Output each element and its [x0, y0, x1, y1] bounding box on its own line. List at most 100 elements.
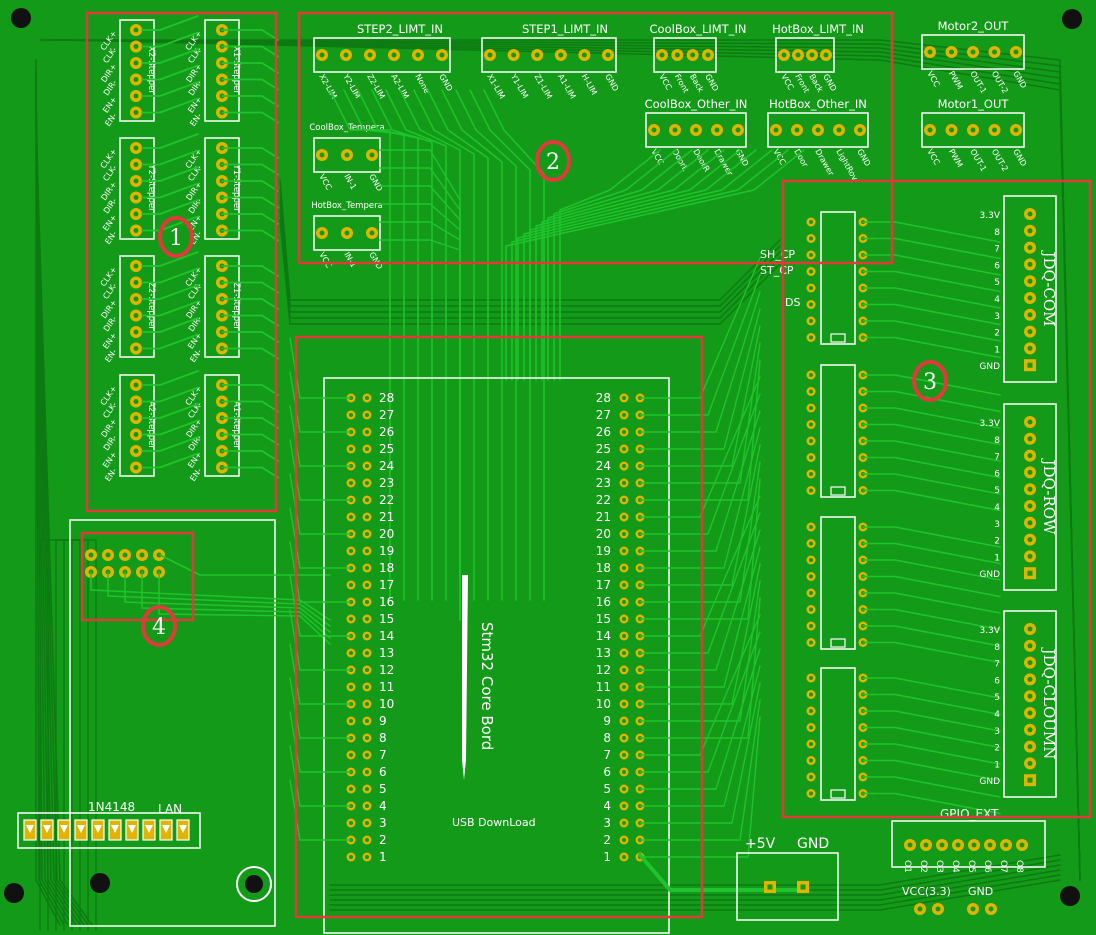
core-right-pin: 27	[596, 408, 611, 422]
ic-pin-hole	[809, 640, 813, 645]
core-right-trace	[639, 631, 761, 773]
core-right-pad-hole	[622, 770, 626, 774]
core-right-pad-hole	[622, 549, 626, 553]
core-left-pad-hole	[365, 855, 369, 859]
shift-signal-label: DS	[785, 296, 800, 309]
core-left-pad-hole	[365, 447, 369, 451]
core-right-pad-hole	[622, 447, 626, 451]
core-right-pad-hole	[622, 838, 626, 842]
core-left-pin: 1	[379, 850, 387, 864]
mounting-ring	[236, 866, 272, 902]
connector-pad-hole	[992, 127, 997, 133]
relay-trace	[862, 303, 1001, 326]
gpio-pad-hole	[971, 842, 977, 848]
core-left-pin: 19	[379, 544, 394, 558]
stepper-pin-label: EN+	[186, 95, 204, 115]
core-right-pin: 9	[603, 714, 611, 728]
relay-trace	[862, 608, 1001, 631]
annotation-circle	[158, 216, 194, 258]
stepper-pad-hole	[133, 60, 139, 66]
core-right-trace	[639, 580, 761, 722]
gpio-pin-label: O2	[918, 860, 928, 873]
relay-pad-hole	[1027, 419, 1033, 425]
ic-pin-hole	[809, 541, 813, 546]
core-left-pad-hole	[365, 600, 369, 604]
core-right-pin: 24	[596, 459, 611, 473]
relay-pin-label: 3	[994, 312, 1000, 322]
stepper-trace	[221, 400, 279, 413]
core-right-pad-hole	[622, 481, 626, 485]
core-left-trace	[289, 745, 352, 807]
relay-pin-label: 8	[994, 228, 1000, 238]
header-outline	[119, 255, 155, 358]
core-right-pad-hole	[622, 430, 626, 434]
connector-pad-hole	[857, 127, 863, 133]
core-left-pad-hole	[349, 549, 353, 553]
core-right-pad-hole	[622, 583, 626, 587]
core-right-pin: 18	[596, 561, 611, 575]
relay-trace	[862, 489, 1001, 512]
core-right-trace	[639, 461, 761, 603]
relay-pad-hole	[1027, 643, 1033, 649]
core-left-pad-hole	[365, 821, 369, 825]
relay-pad-hole	[1027, 329, 1033, 335]
connector-pad-hole	[1013, 49, 1019, 55]
stepper-pad-hole	[133, 195, 139, 200]
stepper-name: X1-Stepper	[231, 46, 241, 94]
core-left-pin: 12	[379, 663, 394, 677]
core-right-trace	[639, 495, 761, 637]
diode-arrow	[94, 825, 102, 833]
stepper-trace	[221, 384, 279, 396]
connector-name: HotBox_Other_IN	[769, 97, 867, 111]
stepper-trace	[221, 331, 279, 343]
connector-pad-hole	[319, 230, 325, 236]
core-left-trace	[289, 609, 352, 671]
connector-pin-label: OUT-1	[968, 148, 988, 174]
relay-pin-label: 2	[994, 744, 1000, 754]
core-right-trace	[639, 342, 761, 484]
stepper-pad-hole	[133, 110, 139, 115]
connector-pin-label: VCC	[657, 73, 673, 92]
core-left-pin: 18	[379, 561, 394, 575]
connector-pin-label: GND	[1011, 148, 1028, 168]
relay-pad-hole	[1027, 211, 1033, 217]
relay-name: JDQ-COM	[1040, 249, 1058, 326]
bottom-trace	[329, 859, 1061, 891]
connector-outline	[767, 112, 869, 148]
diode-arrow	[60, 825, 68, 833]
connector-pad-hole	[487, 52, 493, 58]
header-outline	[204, 19, 240, 122]
core-right-pad-hole	[622, 821, 626, 825]
core-right-pin: 16	[596, 595, 611, 609]
gpio-outline	[891, 820, 1046, 868]
core-right-pin: 8	[603, 731, 611, 745]
connector-name: STEP1_LIMT_IN	[522, 22, 608, 36]
stepper-pad-hole	[133, 162, 139, 167]
core-right-trace	[639, 291, 761, 433]
lan-pad-hole	[156, 552, 162, 558]
core-right-pin: 10	[596, 697, 611, 711]
connector-pad-hole	[927, 49, 933, 55]
relay-name: JDQ-CLOUMN	[1040, 647, 1058, 760]
connector-pin-label: A1-LIM	[556, 73, 577, 101]
connector-pad-hole	[970, 49, 976, 55]
core-right-pad-hole	[622, 651, 626, 655]
other-trace	[559, 149, 661, 381]
bottom-trace	[329, 869, 1061, 901]
connector-pad-hole	[369, 152, 375, 158]
stepper-pad-hole	[133, 145, 139, 151]
diode-arrow	[162, 825, 170, 833]
annotation-box	[80, 531, 195, 622]
relay-outline	[1003, 610, 1057, 798]
core-right-pad-hole	[622, 787, 626, 791]
limit-trace	[343, 89, 405, 601]
connector-name: CoolBox_Tempera	[309, 123, 384, 133]
connector-outline	[313, 215, 381, 251]
stepper-name: Y2-Stepper	[146, 163, 156, 212]
connector-pin-label: OUT-2	[990, 148, 1010, 174]
connector-pin-label: IN-1	[342, 173, 358, 192]
connector-pin-label: PWM	[947, 148, 965, 170]
mounting-hole	[245, 875, 263, 893]
